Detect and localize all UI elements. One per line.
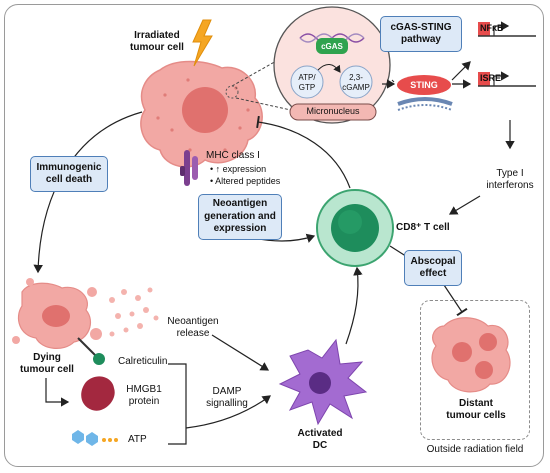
cgas-label: cGAS — [321, 42, 343, 51]
dying-tumour-cell-label: Dying tumour cell — [20, 352, 74, 375]
neoantigen-release-label: Neoantigen release — [167, 316, 219, 339]
debris-particles-icon — [109, 287, 159, 337]
damp-signalling-label: DAMP signalling — [206, 386, 248, 409]
isre-label: ISRE — [480, 73, 502, 83]
cgas-sting-pathway-box: cGAS-STING pathway — [380, 16, 462, 52]
abscopal-effect-box: Abscopal effect — [404, 250, 462, 286]
cgamp-label: 2,3- cGAMP — [342, 73, 370, 92]
atp-label: ATP — [128, 434, 147, 445]
dying-tumour-cell — [12, 278, 102, 349]
cd8-t-cell — [316, 189, 394, 267]
activated-dc-label: Activated DC — [297, 428, 343, 451]
mhc-receptor-icon — [180, 150, 198, 186]
irradiated-tumour-cell — [140, 60, 263, 168]
sting-group — [397, 75, 453, 111]
cd8-tcell-label: CD8⁺ T cell — [396, 222, 450, 233]
atp-gtp-label: ATP/ GTP — [298, 73, 316, 92]
activated-dc — [278, 338, 368, 426]
outside-radiation-field-label: Outside radiation field — [426, 444, 524, 455]
irradiated-cell-label: Irradiated tumour cell — [130, 30, 184, 53]
outside-radiation-field-box — [420, 300, 530, 440]
type1-interferons-label: Type I interferons — [486, 168, 534, 191]
mhc-item-expression: • ↑ expression — [210, 164, 267, 174]
calreticulin-label: Calreticulin — [118, 356, 168, 367]
atp-molecule-icon — [72, 430, 118, 446]
lightning-icon — [192, 19, 213, 67]
nfkb-label: NFκB — [480, 23, 504, 33]
gene-promoter-icon — [478, 21, 536, 87]
hmgb1-icon — [81, 376, 115, 411]
cgas-zoom-circle — [273, 6, 391, 124]
calreticulin-icon — [77, 337, 105, 365]
outer-frame — [4, 4, 544, 467]
distant-tumour-cells — [431, 317, 511, 393]
mhc-item-peptides: • Altered peptides — [210, 176, 281, 186]
hmgb1-label: HMGB1 protein — [126, 384, 162, 407]
neoantigen-generation-box: Neoantigen generation and expression — [198, 194, 282, 240]
sting-label: STING — [410, 80, 438, 90]
membrane-icon — [397, 97, 453, 106]
micronucleus-label: Micronucleus — [306, 106, 360, 116]
distant-tumour-cells-label: Distant tumour cells — [446, 398, 506, 421]
mhc-label: MHC class I — [206, 150, 260, 161]
immunogenic-cell-death-box: Immunogenic cell death — [30, 156, 108, 192]
